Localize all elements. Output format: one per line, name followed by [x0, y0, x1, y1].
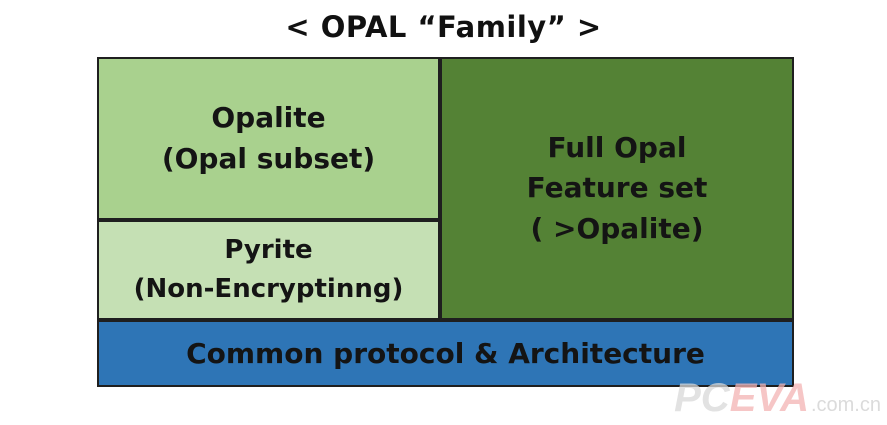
- opalite-block: Opalite (Opal subset): [97, 57, 440, 220]
- full-opal-block: Full Opal Feature set ( >Opalite): [440, 57, 794, 320]
- full-opal-note: ( >Opalite): [530, 211, 704, 245]
- watermark-domain: .com.cn: [810, 394, 881, 416]
- pyrite-block: Pyrite (Non-Encryptinng): [97, 220, 440, 320]
- full-opal-feature: Feature set: [526, 171, 708, 205]
- common-protocol-label: Common protocol & Architecture: [186, 336, 705, 370]
- opalite-name: Opalite: [211, 100, 326, 134]
- watermark-highlight: EVA: [729, 376, 809, 420]
- watermark-logo: PC EVA .com.cn: [674, 376, 881, 421]
- opalite-description: (Opal subset): [161, 141, 376, 175]
- pyrite-name: Pyrite: [224, 235, 313, 265]
- watermark-prefix: PC: [674, 376, 730, 420]
- pyrite-description: (Non-Encryptinng): [133, 274, 404, 304]
- diagram-title: < OPAL “Family” >: [285, 10, 602, 44]
- common-protocol-block: Common protocol & Architecture: [97, 320, 794, 387]
- full-opal-name: Full Opal: [547, 130, 687, 164]
